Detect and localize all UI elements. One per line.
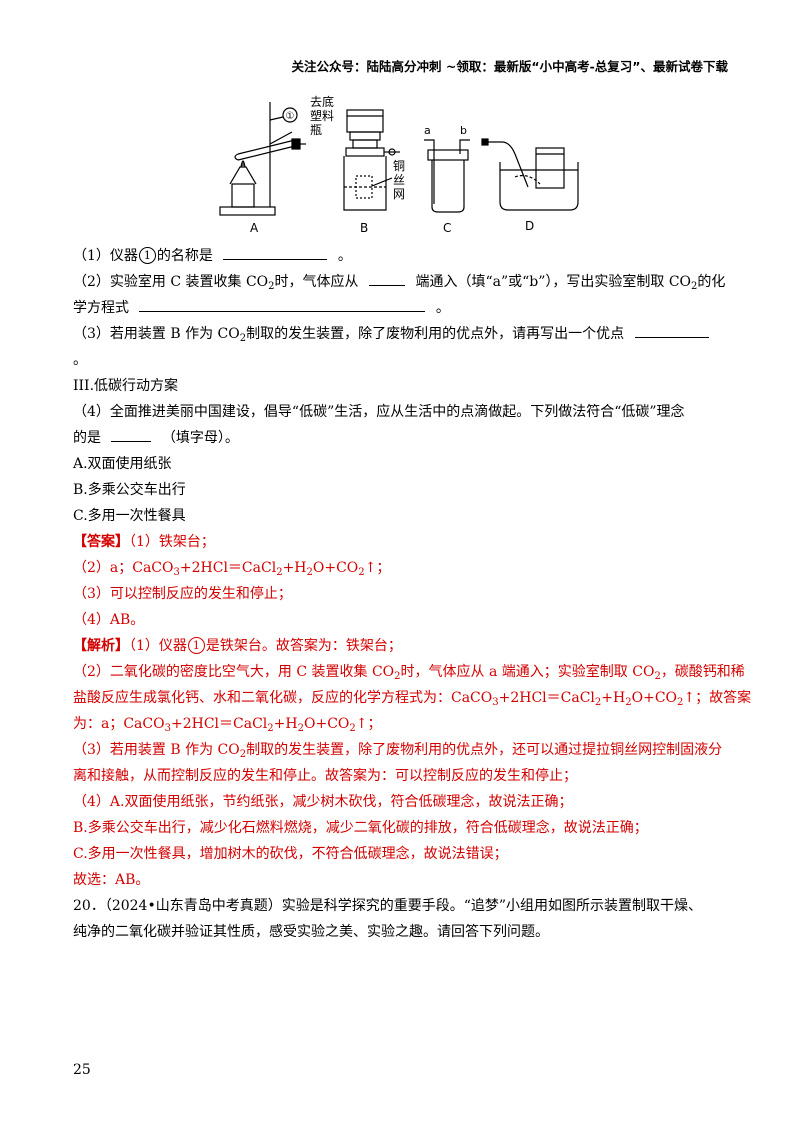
svg-text:瓶: 瓶 xyxy=(310,123,322,137)
apparatus-figure: ① A 去底 塑料 瓶 铜 丝 网 B a b xyxy=(219,94,579,235)
option-c: C.多用一次性餐具 xyxy=(73,508,186,524)
svg-text:a: a xyxy=(424,124,431,137)
answer-line-2: （2）a；CaCO3+2HCl＝CaCl2+H2O+CO2↑； xyxy=(73,560,391,578)
analysis-line-5: （3）若用装置 B 作为 CO2制取的发生装置，除了废物利用的优点外，还可以通过… xyxy=(73,742,723,760)
svg-text:去底: 去底 xyxy=(310,94,334,109)
analysis-line-4: 为：a；CaCO3+2HCl＝CaCl2+H2O+CO2↑； xyxy=(73,716,382,734)
section-heading: III.低碳行动方案 xyxy=(73,378,179,394)
svg-text:铜: 铜 xyxy=(393,158,405,173)
page-header: 关注公众号：陆陆高分冲刺 ~领取：最新版“小中高考-总复习”、最新试卷下载 xyxy=(291,59,728,74)
circle-one-label: ① xyxy=(286,111,295,122)
option-a: A.双面使用纸张 xyxy=(73,456,172,472)
analysis-line-8: B.多乘公交车出行，减少化石燃料燃烧，减少二氧化碳的排放，符合低碳理念，故说法正… xyxy=(73,820,648,836)
question-3: （3）若用装置 B 作为 CO2制取的发生装置，除了废物利用的优点外，请再写出一… xyxy=(73,321,733,347)
caption-b: B xyxy=(360,221,368,235)
apparatus-d: D xyxy=(481,138,579,233)
answer-line-3: （3）可以控制反应的发生和停止； xyxy=(73,586,292,602)
question-4-line2: 的是 （填字母）。 xyxy=(73,425,733,451)
answer-blank[interactable] xyxy=(369,269,405,286)
question-20: 20．（2024•山东青岛中考真题）实验是科学探究的重要手段。“追梦”小组用如图… xyxy=(73,898,703,914)
analysis-line-2: （2）二氧化碳的密度比空气大，用 C 装置收集 CO2时，气体应从 a 端通入；… xyxy=(73,664,745,682)
page-number: 25 xyxy=(73,1062,91,1078)
answer-line-1: 【答案】（1）铁架台； xyxy=(73,534,215,550)
svg-text:丝: 丝 xyxy=(393,173,405,187)
apparatus-b: 去底 塑料 瓶 铜 丝 网 B xyxy=(310,94,405,235)
question-20-line2: 纯净的二氧化碳并验证其性质，感受实验之美、实验之趣。请回答下列问题。 xyxy=(73,924,549,940)
question-2: （2）实验室用 C 装置收集 CO2时，气体应从 端通入（填“a”或“b”），写… xyxy=(73,269,733,295)
option-b: B.多乘公交车出行 xyxy=(73,482,186,498)
apparatus-c: a b C xyxy=(424,124,470,235)
svg-text:塑料: 塑料 xyxy=(310,108,334,123)
svg-text:b: b xyxy=(460,124,467,137)
question-4: （4）全面推进美丽中国建设，倡导“低碳”生活，应从生活中的点滴做起。下列做法符合… xyxy=(73,404,685,420)
answer-blank[interactable] xyxy=(223,243,328,260)
apparatus-a: ① A xyxy=(219,102,306,235)
answer-blank[interactable] xyxy=(634,321,709,338)
analysis-line-7: （4）A.双面使用纸张，节约纸张，减少树木砍伐，符合低碳理念，故说法正确； xyxy=(73,794,573,810)
caption-a: A xyxy=(250,221,259,235)
answer-blank[interactable] xyxy=(111,425,152,442)
answer-blank[interactable] xyxy=(139,295,426,312)
caption-c: C xyxy=(443,221,451,235)
question-2-line2: 学方程式 。 xyxy=(73,295,733,321)
svg-text:网: 网 xyxy=(393,187,405,201)
answer-line-4: （4）AB。 xyxy=(73,612,145,628)
question-3-end: 。 xyxy=(73,352,87,368)
analysis-line-3: 盐酸反应生成氯化钙、水和二氧化碳，反应的化学方程式为：CaCO3+2HCl＝Ca… xyxy=(73,690,752,708)
analysis-line-9: C.多用一次性餐具，增加树木的砍伐，不符合低碳理念，故说法错误； xyxy=(73,846,508,862)
analysis-line-10: 故选：AB。 xyxy=(73,872,150,888)
caption-d: D xyxy=(525,219,534,233)
analysis-line-6: 离和接触，从而控制反应的发生和停止。故答案为：可以控制反应的发生和停止； xyxy=(73,768,577,784)
